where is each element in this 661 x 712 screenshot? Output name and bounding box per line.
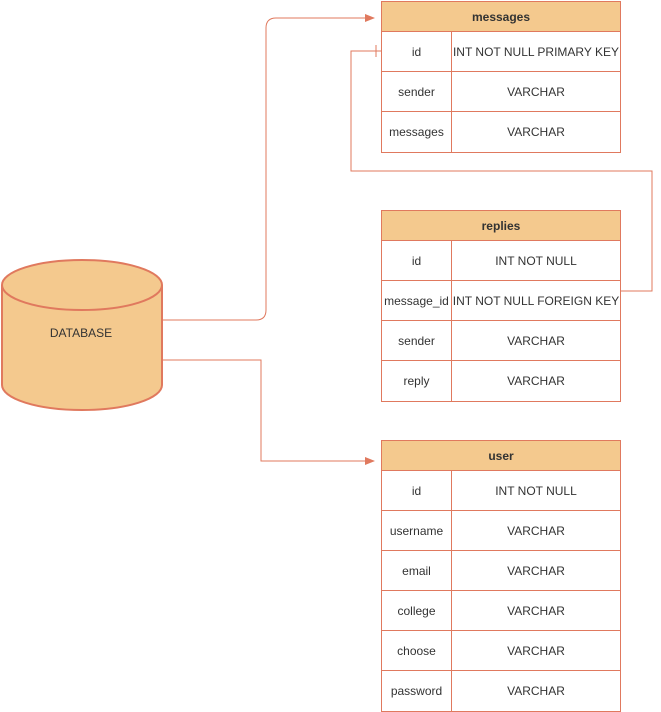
column-name: id bbox=[382, 471, 452, 510]
table-row[interactable]: password VARCHAR bbox=[382, 671, 620, 711]
column-name: sender bbox=[382, 72, 452, 111]
table-messages-title: messages bbox=[382, 2, 620, 32]
connector-foreign-key[interactable] bbox=[350, 50, 653, 292]
table-row[interactable]: college VARCHAR bbox=[382, 591, 620, 631]
column-type: VARCHAR bbox=[507, 125, 565, 139]
table-row[interactable]: choose VARCHAR bbox=[382, 631, 620, 671]
column-name: id bbox=[382, 32, 452, 71]
column-name: message_id bbox=[382, 281, 452, 320]
column-name: choose bbox=[382, 631, 452, 670]
table-replies[interactable]: replies id INT NOT NULL message_id INT N… bbox=[381, 210, 621, 402]
table-row[interactable]: sender VARCHAR bbox=[382, 321, 620, 361]
column-type: INT NOT NULL bbox=[495, 253, 577, 268]
column-name: id bbox=[382, 241, 452, 280]
table-row[interactable]: messages VARCHAR bbox=[382, 112, 620, 152]
table-row[interactable]: message_id INT NOT NULL FOREIGN KEY bbox=[382, 281, 620, 321]
column-type: VARCHAR bbox=[507, 374, 565, 388]
column-type: INT NOT NULL bbox=[495, 483, 577, 498]
connector-database-messages[interactable] bbox=[162, 14, 375, 321]
column-type: VARCHAR bbox=[507, 333, 565, 348]
column-type: VARCHAR bbox=[507, 603, 565, 618]
column-type: VARCHAR bbox=[507, 684, 565, 698]
column-type: VARCHAR bbox=[507, 523, 565, 538]
column-type: INT NOT NULL PRIMARY KEY bbox=[452, 44, 620, 59]
column-name: username bbox=[382, 511, 452, 550]
column-name: reply bbox=[382, 361, 452, 401]
column-name: college bbox=[382, 591, 452, 630]
database-label: DATABASE bbox=[49, 326, 113, 340]
column-name: messages bbox=[382, 112, 452, 152]
column-type: INT NOT NULL FOREIGN KEY bbox=[452, 293, 620, 308]
table-row[interactable]: username VARCHAR bbox=[382, 511, 620, 551]
column-name: email bbox=[382, 551, 452, 590]
column-name: sender bbox=[382, 321, 452, 360]
table-row[interactable]: id INT NOT NULL bbox=[382, 471, 620, 511]
column-type: VARCHAR bbox=[507, 643, 565, 658]
table-messages[interactable]: messages id INT NOT NULL PRIMARY KEY sen… bbox=[381, 1, 621, 153]
table-user[interactable]: user id INT NOT NULL username VARCHAR em… bbox=[381, 440, 621, 712]
column-type: VARCHAR bbox=[507, 84, 565, 99]
table-row[interactable]: id INT NOT NULL PRIMARY KEY bbox=[382, 32, 620, 72]
database-cylinder[interactable] bbox=[1, 259, 163, 411]
table-row[interactable]: id INT NOT NULL bbox=[382, 241, 620, 281]
column-name: password bbox=[382, 671, 452, 711]
table-replies-title: replies bbox=[382, 211, 620, 241]
connector-database-user[interactable] bbox=[162, 359, 375, 465]
table-user-title: user bbox=[382, 441, 620, 471]
table-row[interactable]: sender VARCHAR bbox=[382, 72, 620, 112]
column-type: VARCHAR bbox=[507, 563, 565, 578]
table-row[interactable]: email VARCHAR bbox=[382, 551, 620, 591]
table-row[interactable]: reply VARCHAR bbox=[382, 361, 620, 401]
